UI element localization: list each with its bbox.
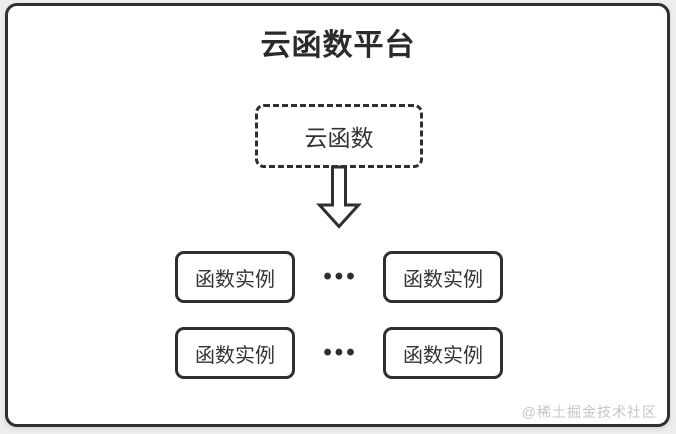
diagram-title: 云函数平台 [260,29,416,62]
watermark: @稀土掘金技术社区 [521,404,657,420]
ellipsis-dots: ••• [323,339,358,366]
function-instance-node: 函数实例 [175,327,295,379]
down-arrow-icon [316,165,362,229]
function-instance-node: 函数实例 [383,327,503,379]
function-instance-node: 函数实例 [175,251,295,303]
cloud-function-node: 云函数 [255,104,423,168]
ellipsis-dots: ••• [323,263,358,290]
function-instance-node: 函数实例 [383,251,503,303]
